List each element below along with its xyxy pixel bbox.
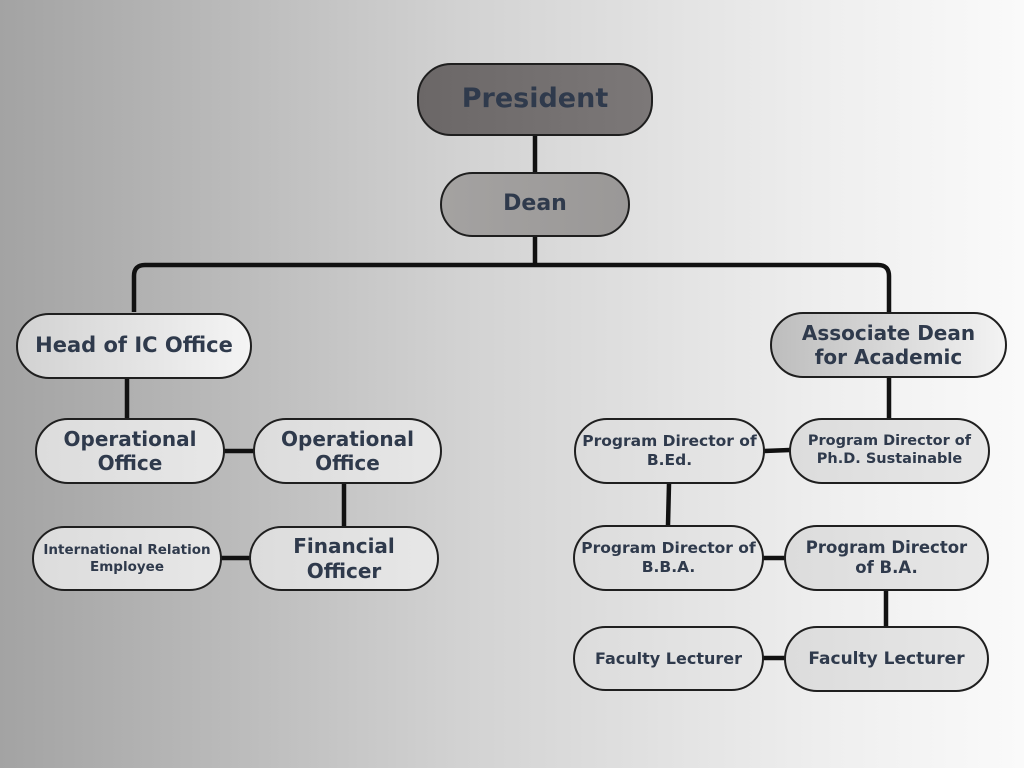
program-director-bed-node: Program Director of B.Ed. (574, 418, 765, 484)
international-relation-label: International Relation Employee (43, 542, 211, 575)
faculty-lecturer-node-1: Faculty Lecturer (573, 626, 764, 691)
president-label: President (461, 83, 609, 115)
program-director-phd-label: Program Director of Ph.D. Sustainable (807, 433, 972, 467)
program-director-bba-label: Program Director of B.B.A. (581, 539, 756, 576)
operational-office-node-1: Operational Office (35, 418, 225, 484)
financial-officer-node: Financial Officer (249, 526, 439, 591)
faculty-lecturer-node-2: Faculty Lecturer (784, 626, 989, 692)
international-relation-node: International Relation Employee (32, 526, 222, 591)
program-director-ba-node: Program Director of B.A. (784, 525, 989, 591)
program-director-bed-label: Program Director of B.Ed. (582, 432, 757, 469)
connector-branch-bar (131, 262, 892, 313)
president-node: President (417, 63, 653, 136)
operational-office-label-1: Operational Office (63, 426, 197, 475)
head-ic-office-node: Head of IC Office (16, 313, 252, 379)
program-director-phd-node: Program Director of Ph.D. Sustainable (789, 418, 990, 484)
faculty-lecturer-label-1: Faculty Lecturer (595, 648, 742, 668)
program-director-bba-node: Program Director of B.B.A. (573, 525, 764, 591)
connector-bed-bba (665, 483, 672, 526)
operational-office-node-2: Operational Office (253, 418, 442, 484)
associate-dean-node: Associate Dean for Academic (770, 312, 1007, 378)
connector-bed-phd (763, 447, 791, 454)
operational-office-label-2: Operational Office (281, 426, 414, 475)
faculty-lecturer-label-2: Faculty Lecturer (808, 648, 965, 669)
dean-label: Dean (503, 191, 567, 217)
head-ic-office-label: Head of IC Office (35, 333, 233, 358)
program-director-ba-label: Program Director of B.A. (805, 537, 968, 577)
dean-node: Dean (440, 172, 630, 237)
associate-dean-label: Associate Dean for Academic (801, 320, 976, 369)
financial-officer-label: Financial Officer (293, 534, 395, 583)
